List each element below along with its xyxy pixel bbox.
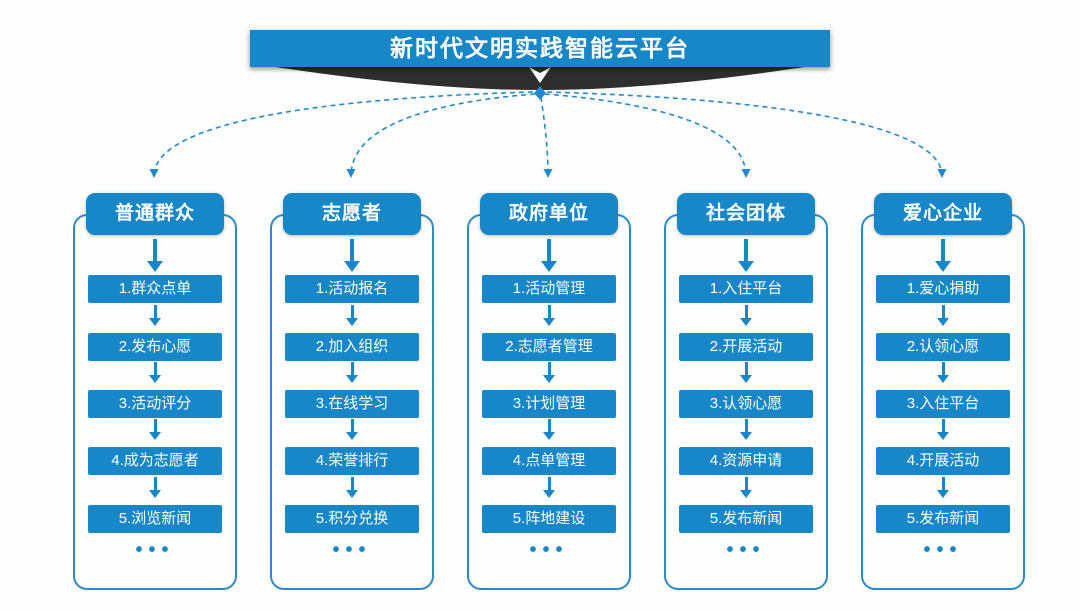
down-arrow-icon [270,419,434,443]
down-arrow-icon [467,419,631,443]
down-arrow-icon [73,362,237,386]
down-arrow-icon [467,305,631,329]
ellipsis-more: ••• [135,539,175,561]
down-arrow-icon [861,419,1025,443]
step-box: 5.积分兑换 [285,505,419,533]
column-header: 普通群众 [86,193,224,235]
step-box: 1.活动报名 [285,275,419,303]
ellipsis-more: ••• [726,539,766,561]
down-arrow-icon [664,239,828,273]
down-arrow-icon [73,477,237,501]
down-arrow-icon [467,477,631,501]
step-box: 5.阵地建设 [482,505,616,533]
dashed-connector-ordinary-public [149,91,534,178]
step-box: 4.资源申请 [679,447,813,475]
ellipsis-more: ••• [529,539,569,561]
step-box: 5.发布新闻 [876,505,1010,533]
step-box: 1.群众点单 [88,275,222,303]
down-arrow-icon [664,362,828,386]
column-government: 政府单位 1.活动管理 2.志愿者管理 3.计划管理 4.点单管理 5.阵地建设… [467,193,631,593]
dashed-connector-volunteers [346,93,536,178]
down-arrow-icon [467,239,631,273]
step-box: 2.加入组织 [285,333,419,361]
step-box: 2.发布心愿 [88,333,222,361]
down-arrow-icon [467,362,631,386]
step-box: 5.发布新闻 [679,505,813,533]
dashed-connector-government [540,96,553,178]
step-box: 4.开展活动 [876,447,1010,475]
step-box: 4.荣誉排行 [285,447,419,475]
down-arrow-icon [664,419,828,443]
down-arrow-icon [270,477,434,501]
step-box: 2.认领心愿 [876,333,1010,361]
down-arrow-icon [73,305,237,329]
column-header: 政府单位 [480,193,618,235]
down-arrow-icon [270,239,434,273]
down-arrow-icon [861,362,1025,386]
column-volunteers: 志愿者 1.活动报名 2.加入组织 3.在线学习 4.荣誉排行 5.积分兑换 •… [270,193,434,593]
column-header: 志愿者 [283,193,421,235]
ellipsis-more: ••• [332,539,372,561]
column-ordinary-public: 普通群众 1.群众点单 2.发布心愿 3.活动评分 4.成为志愿者 5.浏览新闻… [73,193,237,593]
down-arrow-icon [664,477,828,501]
dashed-connector-social-groups [544,93,751,178]
step-box: 1.活动管理 [482,275,616,303]
step-box: 2.开展活动 [679,333,813,361]
step-box: 4.成为志愿者 [88,447,222,475]
down-chevron-icon [529,67,551,83]
step-box: 5.浏览新闻 [88,505,222,533]
step-box: 1.入住平台 [679,275,813,303]
down-arrow-icon [270,305,434,329]
column-social-groups: 社会团体 1.入住平台 2.开展活动 3.认领心愿 4.资源申请 5.发布新闻 … [664,193,828,593]
ellipsis-more: ••• [923,539,963,561]
down-arrow-icon [270,362,434,386]
step-box: 3.在线学习 [285,390,419,418]
platform-title-banner: 新时代文明实践智能云平台 [250,30,830,67]
down-arrow-icon [861,305,1025,329]
step-box: 4.点单管理 [482,447,616,475]
hub-point-icon [534,86,546,100]
down-arrow-icon [861,239,1025,273]
down-arrow-icon [73,239,237,273]
step-box: 3.活动评分 [88,390,222,418]
step-box: 3.计划管理 [482,390,616,418]
down-arrow-icon [861,477,1025,501]
column-caring-enterprises: 爱心企业 1.爱心捐助 2.认领心愿 3.入住平台 4.开展活动 5.发布新闻 … [861,193,1025,593]
dashed-connector-caring-enterprises [546,91,947,178]
step-box: 3.认领心愿 [679,390,813,418]
column-header: 爱心企业 [874,193,1012,235]
down-arrow-icon [73,419,237,443]
down-arrow-icon [664,305,828,329]
column-header: 社会团体 [677,193,815,235]
step-box: 3.入住平台 [876,390,1010,418]
step-box: 2.志愿者管理 [482,333,616,361]
step-box: 1.爱心捐助 [876,275,1010,303]
